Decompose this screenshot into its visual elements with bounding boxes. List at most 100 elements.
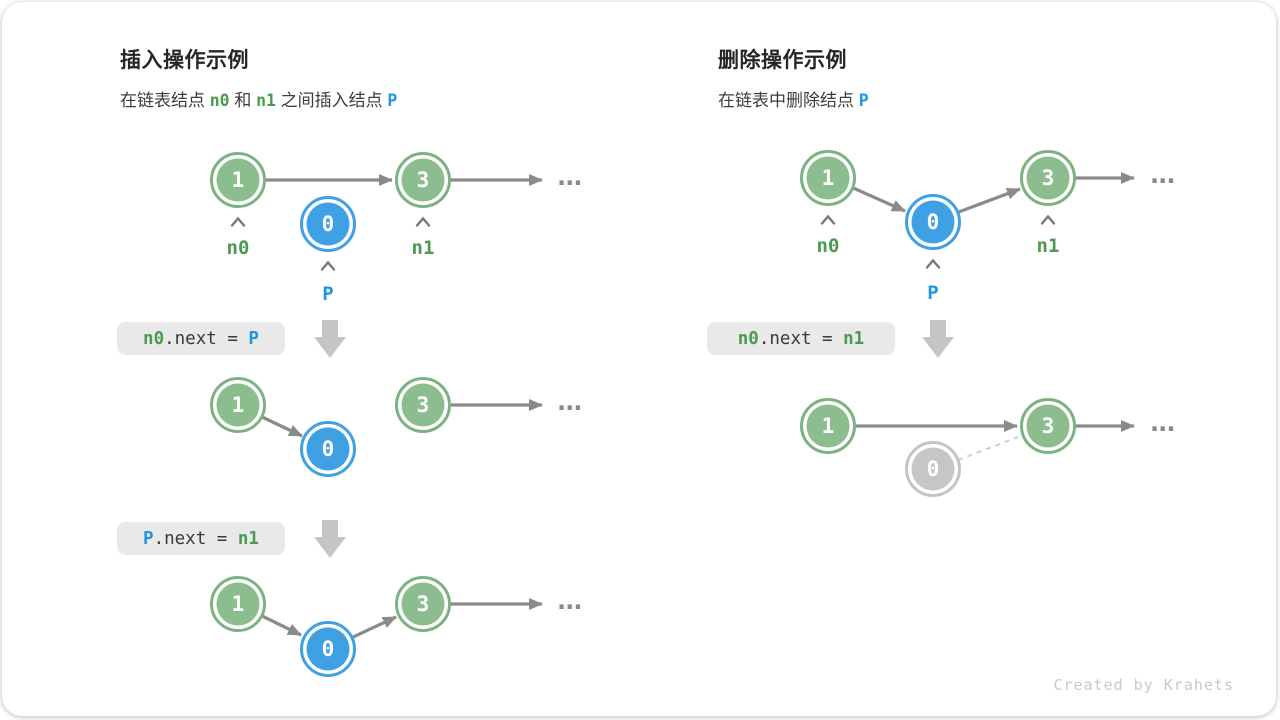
caret-up-icon — [925, 258, 941, 269]
down-block-arrow-icon — [314, 520, 346, 558]
label-n0: n0 — [817, 235, 840, 257]
caret-up-icon — [415, 216, 431, 227]
insert-initial-diagram: 1 3 0 n0 n1 P ... — [210, 152, 588, 305]
node-value: 1 — [822, 414, 835, 438]
node-1: 1 — [800, 398, 856, 454]
node-value: 0 — [322, 212, 335, 236]
node-3: 3 — [1020, 398, 1076, 454]
credit-watermark: Created by Krahets — [1053, 676, 1234, 694]
dashed-old-link — [957, 436, 1019, 461]
node-fill — [306, 427, 350, 471]
node-fill — [216, 158, 260, 202]
subtitle-text: 在链表结点 — [120, 91, 210, 110]
code-box-n0-next-n1: n0.next = n1 — [707, 322, 895, 355]
ellipsis-dots: ... — [554, 162, 580, 192]
node-value: 3 — [417, 592, 430, 616]
code-token: n0 — [143, 328, 165, 349]
ellipsis-dots: ... — [554, 586, 580, 616]
node-fill — [401, 383, 445, 427]
code-token: .next = — [153, 528, 238, 549]
node-p: 0 — [300, 196, 356, 252]
label-n1: n1 — [1037, 235, 1060, 257]
node-1: 1 — [210, 377, 266, 433]
node-fill — [306, 202, 350, 246]
node-1: 1 — [210, 152, 266, 208]
code-token: n0 — [737, 328, 759, 349]
insert-title: 插入操作示例 — [120, 49, 249, 72]
code-token: .next = — [758, 328, 844, 349]
node-p: 0 — [905, 194, 961, 250]
subtitle-token-n0: n0 — [209, 91, 230, 110]
code-token: P — [143, 528, 154, 549]
node-3: 3 — [395, 377, 451, 433]
label-n1: n1 — [412, 237, 435, 259]
label-p: P — [322, 283, 333, 305]
node-value: 1 — [232, 168, 245, 192]
node-fill — [806, 156, 850, 200]
node-1: 1 — [210, 576, 266, 632]
caret-up-icon — [820, 214, 836, 225]
node-p: 0 — [300, 421, 356, 477]
arrow-1-to-p — [259, 613, 302, 637]
node-3: 3 — [1020, 150, 1076, 206]
subtitle-token-p: P — [387, 91, 398, 110]
insert-subtitle: 在链表结点 n0 和 n1 之间插入结点 P — [120, 86, 397, 111]
node-value: 3 — [1042, 414, 1055, 438]
code-token: n1 — [237, 528, 259, 549]
node-1: 1 — [800, 150, 856, 206]
down-block-arrow-icon — [314, 320, 346, 358]
code-box-n0-next-p: n0.next = P — [117, 322, 285, 355]
node-value: 3 — [417, 168, 430, 192]
arrow-1-to-p — [259, 414, 303, 438]
node-value: 3 — [417, 393, 430, 417]
code-box-p-next-n1: P.next = n1 — [117, 522, 285, 555]
node-3: 3 — [395, 576, 451, 632]
ellipsis-dots: ... — [1147, 408, 1173, 438]
node-fill — [1026, 156, 1070, 200]
insert-step2-diagram: 1 0 3 ... — [210, 576, 588, 677]
arrow-1-to-p — [850, 185, 906, 213]
ellipsis-dots: ... — [1147, 160, 1173, 190]
node-value: 0 — [927, 457, 940, 481]
insert-step1-diagram: 1 0 3 ... — [210, 377, 588, 477]
node-fill — [306, 627, 350, 671]
subtitle-token-p: P — [858, 91, 869, 110]
node-value: 0 — [322, 437, 335, 461]
node-fill — [401, 582, 445, 626]
node-fill — [216, 582, 260, 626]
node-fill — [911, 447, 955, 491]
node-fill — [216, 383, 260, 427]
node-fill — [401, 158, 445, 202]
code-token: .next = — [164, 328, 249, 349]
arrow-p-to-3 — [955, 187, 1021, 215]
subtitle-text: 和 — [229, 91, 257, 110]
delete-title: 删除操作示例 — [718, 49, 847, 72]
node-value: 3 — [1042, 166, 1055, 190]
arrow-p-to-3 — [350, 615, 397, 640]
caret-up-icon — [1040, 214, 1056, 225]
node-value: 1 — [822, 166, 835, 190]
node-fill — [806, 404, 850, 448]
subtitle-text: 在链表中删除结点 — [718, 91, 859, 110]
label-p: P — [927, 282, 938, 304]
subtitle-token-n1: n1 — [256, 91, 276, 110]
label-n0: n0 — [227, 237, 250, 259]
delete-subtitle: 在链表中删除结点 P — [718, 86, 869, 111]
node-value: 0 — [322, 637, 335, 661]
caret-up-icon — [230, 216, 246, 227]
node-value: 1 — [232, 393, 245, 417]
node-value: 1 — [232, 592, 245, 616]
node-3: 3 — [395, 152, 451, 208]
delete-initial-diagram: 1 0 3 n0 n1 P ... — [800, 150, 1181, 304]
caret-up-icon — [320, 260, 336, 271]
node-value: 0 — [927, 210, 940, 234]
node-fill — [1026, 404, 1070, 448]
delete-step1-diagram: 1 3 0 ... — [800, 398, 1181, 497]
node-p: 0 — [300, 621, 356, 677]
ellipsis-dots: ... — [554, 387, 580, 417]
subtitle-text: 之间插入结点 — [275, 91, 388, 110]
code-token: n1 — [843, 328, 865, 349]
node-fill — [911, 200, 955, 244]
node-p-removed: 0 — [905, 441, 961, 497]
